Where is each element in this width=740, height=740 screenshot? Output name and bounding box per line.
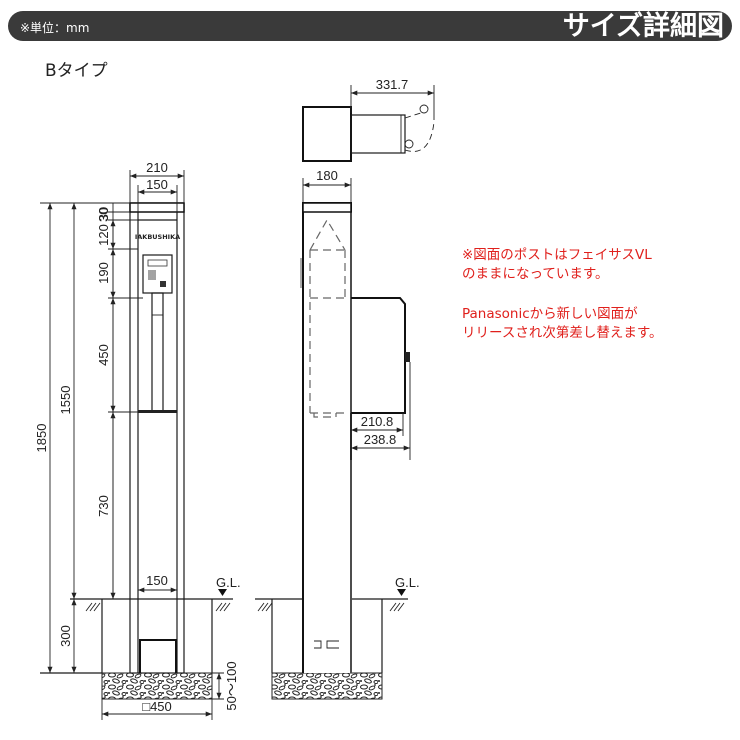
ground-hatch bbox=[257, 602, 273, 612]
hinge-icon bbox=[419, 104, 429, 114]
note-line: Panasonicから新しい図面が bbox=[462, 306, 638, 322]
revision-note: ※図面のポストはフェイサスVL のままになっています。 Panasonicから新… bbox=[462, 247, 662, 341]
top-view-post bbox=[302, 106, 352, 162]
note-line: ※図面のポストはフェイサスVL bbox=[462, 247, 652, 263]
intercom-panel bbox=[142, 254, 173, 294]
gl-label: G.L. bbox=[395, 575, 420, 590]
drain-slot bbox=[314, 640, 339, 649]
dim-730-label: 730 bbox=[96, 495, 111, 517]
dim-238-8-label: 238.8 bbox=[364, 432, 397, 447]
post-base-band bbox=[138, 410, 177, 413]
unit-note: ※単位：mm bbox=[20, 20, 89, 35]
excavation-walls bbox=[101, 599, 213, 673]
note-line: リリースされ次第差し替えます。 bbox=[462, 324, 662, 341]
page-title: サイズ詳細図 bbox=[563, 10, 724, 42]
dim-450-label: 450 bbox=[96, 344, 111, 366]
dim-gravel-label: 50～100 bbox=[224, 661, 239, 710]
post-inner-lines bbox=[137, 212, 178, 673]
bottom-opening bbox=[139, 639, 177, 673]
ground-hatch bbox=[85, 602, 101, 612]
hidden-intercom-outline bbox=[309, 218, 346, 414]
ext-lines-180 bbox=[302, 178, 352, 203]
dim-150-label: 150 bbox=[146, 177, 168, 192]
gl-marker-icon bbox=[397, 589, 406, 596]
ground-hatch bbox=[389, 602, 405, 612]
dim-120-label: 120 bbox=[96, 224, 111, 246]
side-post bbox=[302, 202, 352, 673]
ext-lines-331 bbox=[350, 85, 435, 120]
lid-swing-arc bbox=[404, 111, 435, 152]
intercom-buttons bbox=[147, 259, 168, 267]
gl-marker-icon bbox=[218, 589, 227, 596]
dim-190-label: 190 bbox=[96, 262, 111, 284]
type-label: Bタイプ bbox=[45, 61, 108, 81]
header-background bbox=[8, 11, 732, 41]
hinge-icon bbox=[404, 139, 414, 149]
dim-bottom-150-label: 150 bbox=[146, 573, 168, 588]
speaker-grille-icon bbox=[148, 270, 156, 280]
camera-icon bbox=[160, 281, 166, 287]
hidden-base bbox=[313, 413, 337, 418]
side-post-cap bbox=[302, 202, 352, 213]
top-view-box bbox=[350, 114, 406, 154]
dim-1850-label: 1850 bbox=[34, 424, 49, 453]
name-plate: IAKBUSHIKA bbox=[135, 233, 180, 241]
front-view: IAKBUSHIKA 1850 1550 30 30 120 190 450 7… bbox=[34, 160, 241, 720]
ext-lines-box bbox=[350, 362, 411, 460]
dim-300-label: 300 bbox=[58, 625, 73, 647]
ext-lines-gravel bbox=[212, 672, 224, 700]
header-bar: ※単位：mm サイズ詳細図 bbox=[8, 10, 732, 42]
side-view: 331.7 180 G.L. 210.8 238.8 bbox=[255, 77, 435, 700]
ext-lines bbox=[108, 211, 143, 413]
gravel-bed bbox=[271, 672, 383, 700]
note-line: のままになっています。 bbox=[462, 266, 608, 282]
post-cap bbox=[129, 202, 185, 213]
dim-180-label: 180 bbox=[316, 168, 338, 183]
gravel-bed bbox=[101, 672, 213, 700]
ext-lines-top bbox=[129, 170, 185, 212]
post-pipe bbox=[151, 292, 164, 413]
dim-footing-label: □450 bbox=[142, 699, 172, 714]
dim-210-label: 210 bbox=[146, 160, 168, 175]
dim-30b-label: 30 bbox=[96, 208, 111, 222]
mailbox-body bbox=[351, 297, 406, 414]
mailbox-knob-icon bbox=[405, 352, 410, 362]
dim-30-label: 30 bbox=[96, 207, 111, 221]
excavation-walls bbox=[271, 599, 383, 673]
ground-hatch bbox=[215, 602, 231, 612]
dim-1550-label: 1550 bbox=[58, 386, 73, 415]
dim-331-7-label: 331.7 bbox=[376, 77, 409, 92]
dim-210-8-label: 210.8 bbox=[361, 414, 394, 429]
gl-label: G.L. bbox=[216, 575, 241, 590]
